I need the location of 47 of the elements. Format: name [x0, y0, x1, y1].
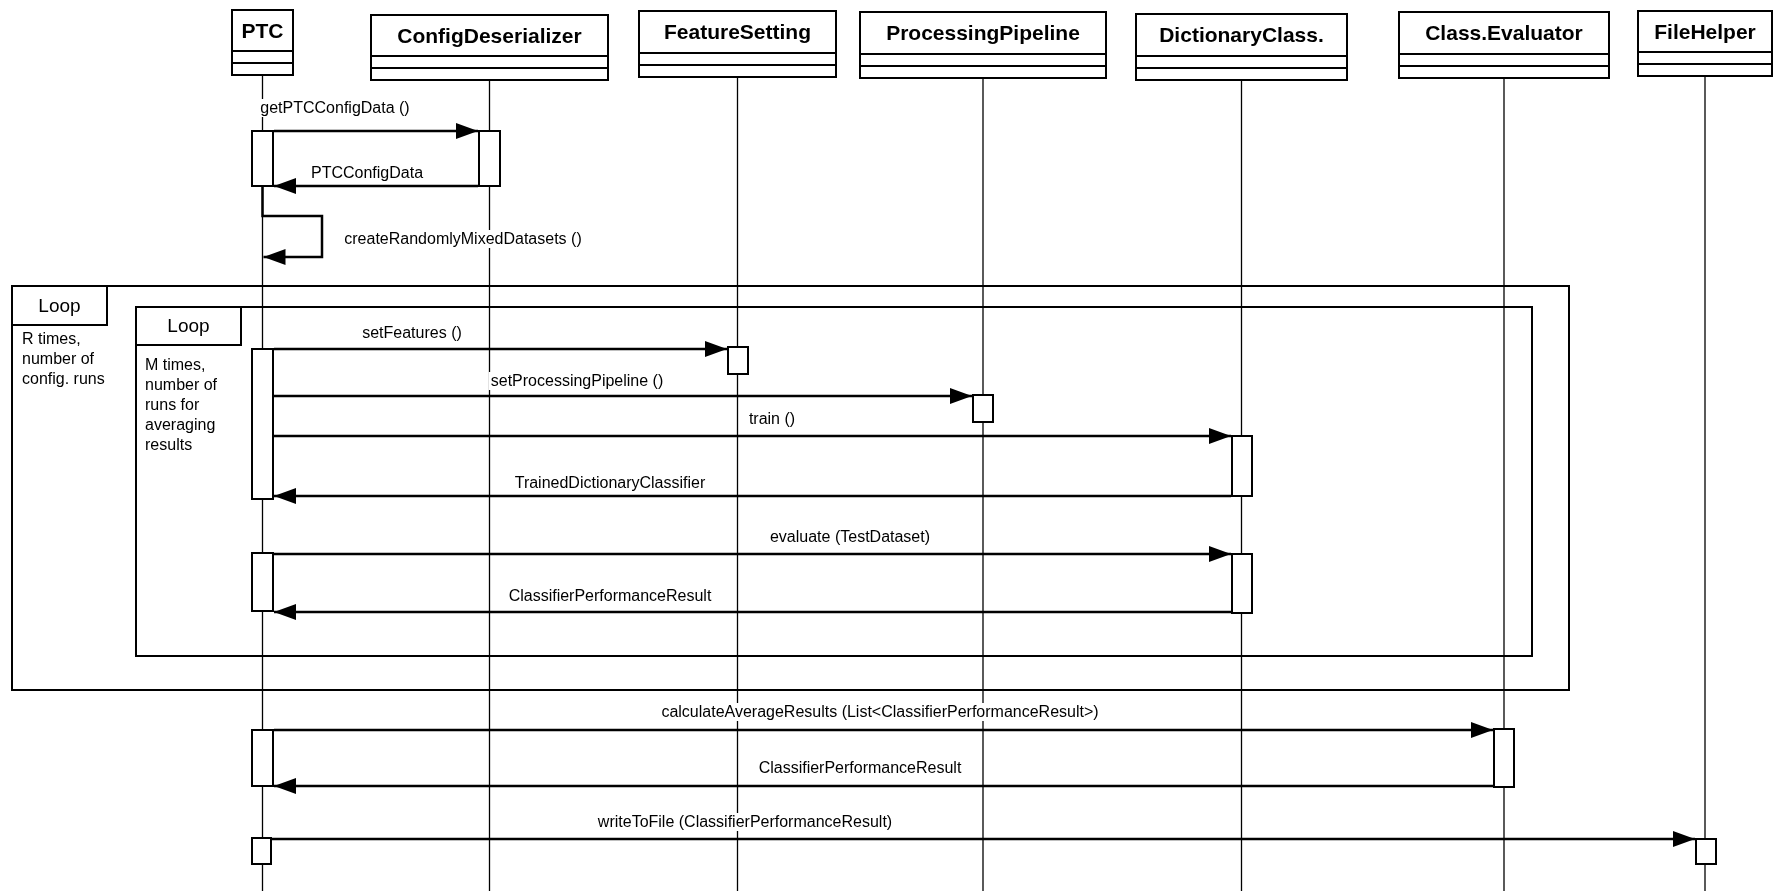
message-arrow [274, 388, 972, 404]
loop-condition: R times, number of config. runs [22, 329, 106, 389]
message-arrow [274, 178, 478, 194]
loop-condition: M times, number of runs for averaging results [145, 355, 219, 455]
activation-bar [972, 394, 994, 423]
message-label: createRandomlyMixedDatasets () [342, 230, 584, 248]
activation-bar [1493, 728, 1515, 788]
message-arrow [274, 722, 1493, 738]
message-arrow [274, 123, 478, 139]
activation-bar [251, 729, 274, 787]
message-label: setProcessingPipeline () [488, 372, 666, 390]
lifeline-header: FileHelper [1637, 10, 1773, 77]
loop-label: Loop [13, 287, 108, 326]
message-label: getPTCConfigData () [258, 99, 412, 117]
message-arrow [261, 187, 324, 265]
lifeline-header: FeatureSetting [638, 10, 837, 78]
message-arrow [274, 428, 1231, 444]
message-label: writeToFile (ClassifierPerformanceResult) [595, 813, 895, 831]
activation-bar [478, 130, 501, 187]
message-arrow [274, 778, 1493, 794]
lifeline-header: ConfigDeserializer [370, 14, 609, 81]
message-label: calculateAverageResults (List<ClassifierPerformanceResult>) [659, 703, 1101, 721]
activation-bar [1231, 553, 1253, 614]
loop-frame [11, 285, 1570, 691]
lifeline-header: PTC [231, 9, 294, 76]
message-label: TrainedDictionaryClassifier [512, 474, 708, 492]
lifeline-header: Class.Evaluator [1398, 11, 1610, 79]
message-arrow [274, 546, 1231, 562]
message-arrow [274, 604, 1231, 620]
loop-frame [135, 306, 1533, 657]
activation-bar [1695, 838, 1717, 865]
activation-bar [251, 837, 272, 865]
activation-bar [251, 552, 274, 612]
message-label: train () [746, 410, 798, 428]
lifeline-header: DictionaryClass. [1135, 13, 1348, 81]
activation-bar [251, 348, 274, 500]
loop-label: Loop [137, 308, 242, 346]
activation-bar [251, 130, 274, 187]
message-arrow [272, 831, 1695, 847]
message-label: PTCConfigData [309, 164, 425, 182]
lifeline-header: ProcessingPipeline [859, 11, 1107, 79]
activation-bar [727, 346, 749, 375]
activation-bar [1231, 435, 1253, 497]
message-arrow [274, 488, 1231, 504]
message-label: setFeatures () [360, 324, 464, 342]
message-label: evaluate (TestDataset) [767, 528, 933, 546]
message-arrow [274, 341, 727, 357]
